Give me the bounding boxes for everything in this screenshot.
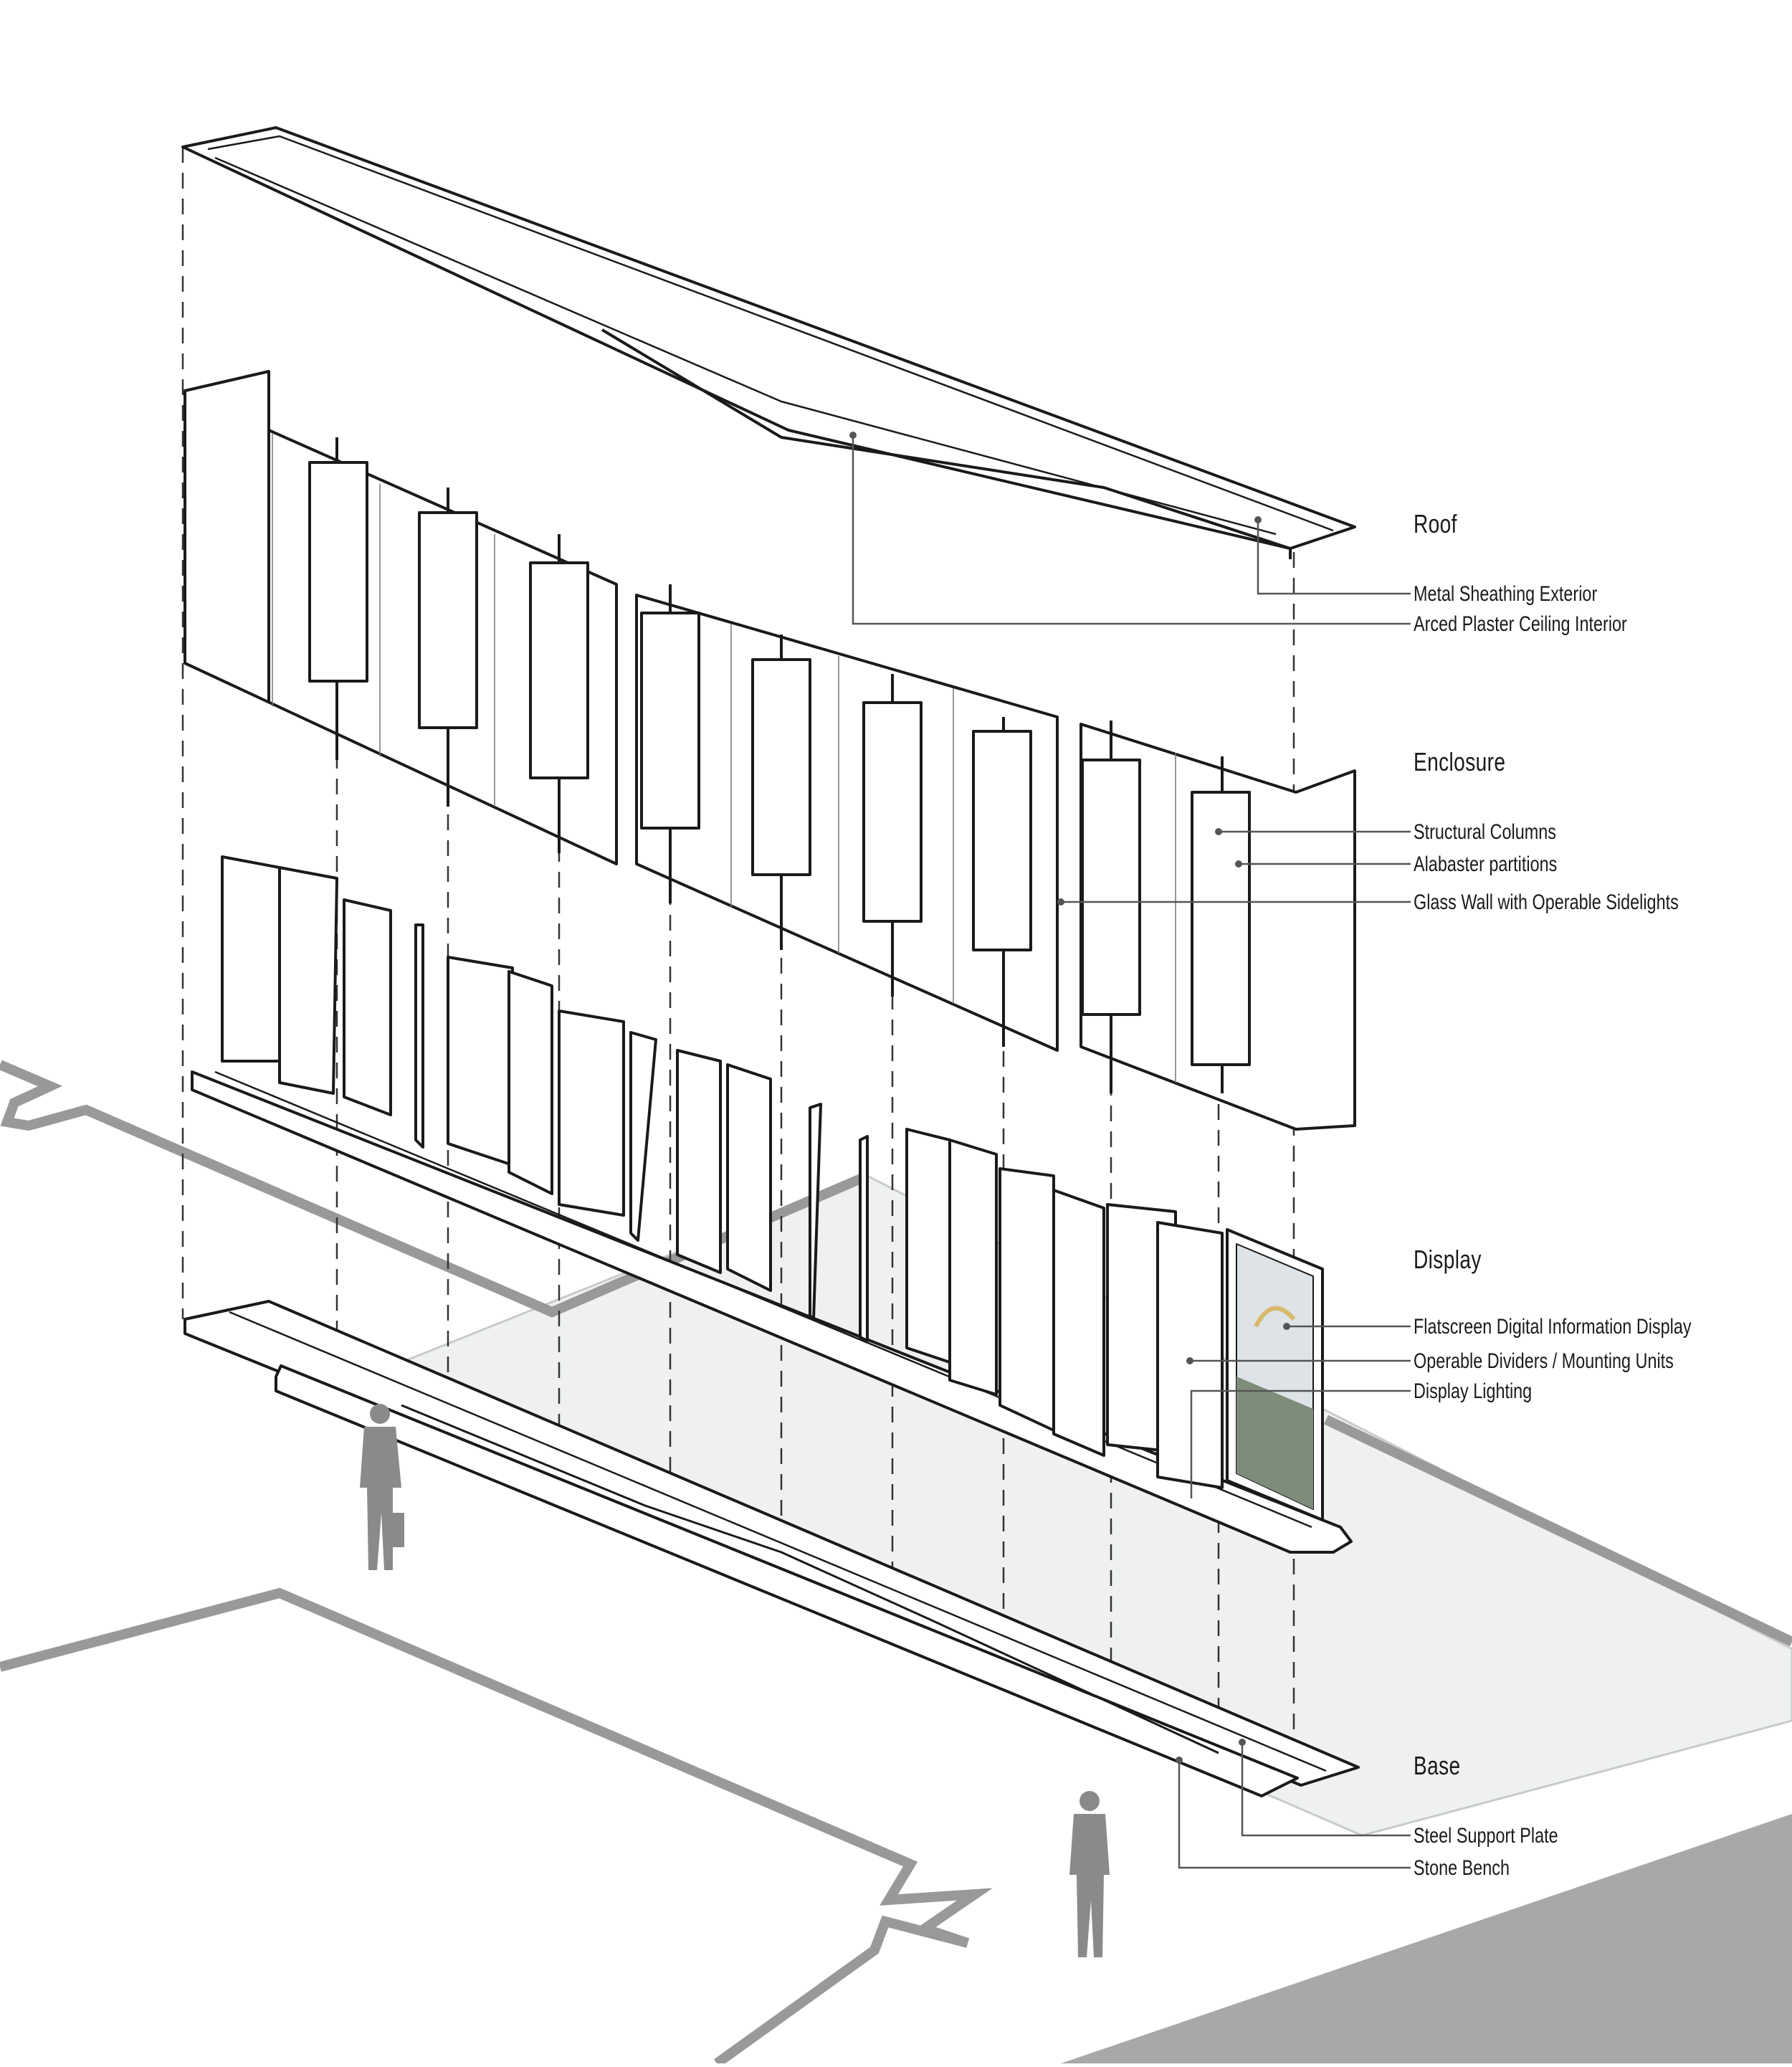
enclosure-element <box>184 370 1356 1131</box>
alabaster-partitions-label: Alabaster partitions <box>1414 852 1558 876</box>
roof-title: Roof <box>1414 509 1457 538</box>
curb-line-lower <box>0 1587 993 2067</box>
flatscreen-label: Flatscreen Digital Information Display <box>1414 1315 1692 1339</box>
curb-line-right <box>1323 1415 1792 1647</box>
plaster-ceiling-label: Arced Plaster Ceiling Interior <box>1414 612 1627 636</box>
ground-plane <box>0 1060 1792 2067</box>
structural-columns-label: Structural Columns <box>1414 820 1556 844</box>
metal-sheathing-label: Metal Sheathing Exterior <box>1414 582 1598 606</box>
base-title: Base <box>1414 1751 1461 1780</box>
flatscreen-display <box>1226 1228 1324 1521</box>
base-element <box>184 1300 1360 1797</box>
display-lighting-label: Display Lighting <box>1414 1379 1533 1403</box>
pavement-area <box>1061 1814 1792 2063</box>
display-element <box>191 855 1353 1554</box>
enclosure-columns <box>308 437 1251 1093</box>
operable-dividers-label: Operable Dividers / Mounting Units <box>1414 1349 1674 1373</box>
curb-line-upper <box>0 1060 869 1318</box>
leader-dots <box>849 432 1290 1764</box>
enclosure-title: Enclosure <box>1414 747 1506 776</box>
roof-element <box>181 126 1356 559</box>
human-figure-right <box>1069 1791 1110 1957</box>
display-title: Display <box>1414 1245 1482 1274</box>
glass-wall-label: Glass Wall with Operable Sidelights <box>1414 890 1679 914</box>
stone-bench-label: Stone Bench <box>1414 1856 1510 1880</box>
steel-plate-label: Steel Support Plate <box>1414 1824 1558 1848</box>
human-figure-left <box>360 1404 404 1570</box>
leader-lines <box>852 435 1411 1869</box>
